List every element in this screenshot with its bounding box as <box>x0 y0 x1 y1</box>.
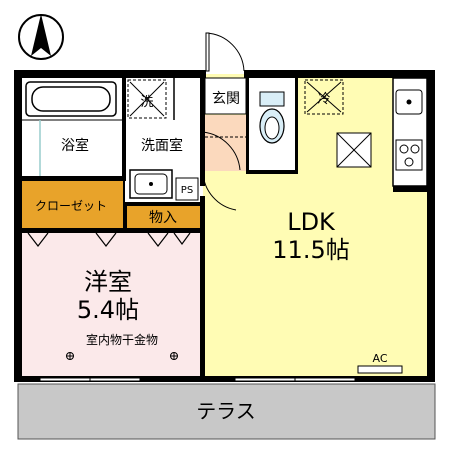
washroom-label: 洗面室 <box>141 137 183 154</box>
ac-unit <box>357 365 403 374</box>
ldk-size: 11.5帖 <box>272 236 349 264</box>
ac-label: AC <box>372 352 387 365</box>
bath-label: 浴室 <box>61 137 89 154</box>
western-room-label: 洋室 <box>84 268 132 296</box>
washer-icon: 洗 <box>129 81 165 117</box>
ps-box <box>175 177 199 201</box>
ps-label: PS <box>181 185 193 196</box>
bathtub-icon <box>25 81 117 117</box>
windows <box>39 377 356 382</box>
ventilation-fan-icon <box>336 132 372 168</box>
closet-door-marks <box>27 232 191 247</box>
interior-walls <box>14 74 298 380</box>
fridge-icon: 冷 <box>306 81 342 113</box>
north-arrow-icon <box>18 14 64 60</box>
entrance-door <box>205 32 245 72</box>
entrance-box <box>204 77 247 115</box>
entrance-floor <box>205 115 247 171</box>
terrace-label: テラス <box>196 399 256 423</box>
storage-label: 物入 <box>149 210 177 226</box>
dryer-hardware-label: 室内物干金物 <box>86 332 158 347</box>
entrance-label: 玄関 <box>212 90 240 107</box>
stove-icon <box>395 139 423 171</box>
western-room-size: 5.4帖 <box>77 296 139 324</box>
kitchen-counter <box>392 77 428 192</box>
toilet-icon <box>259 91 285 144</box>
washroom-door <box>202 131 241 211</box>
svg-text:冷: 冷 <box>317 92 330 107</box>
dryer-hook-icons <box>66 352 178 360</box>
terrace <box>17 383 436 440</box>
sink-icon <box>129 169 173 199</box>
closet-label: クローゼット <box>35 199 107 213</box>
ldk-label: LDK <box>287 208 336 236</box>
svg-text:洗: 洗 <box>140 95 153 110</box>
outer-walls <box>14 70 435 382</box>
western-room-floor <box>18 230 200 380</box>
